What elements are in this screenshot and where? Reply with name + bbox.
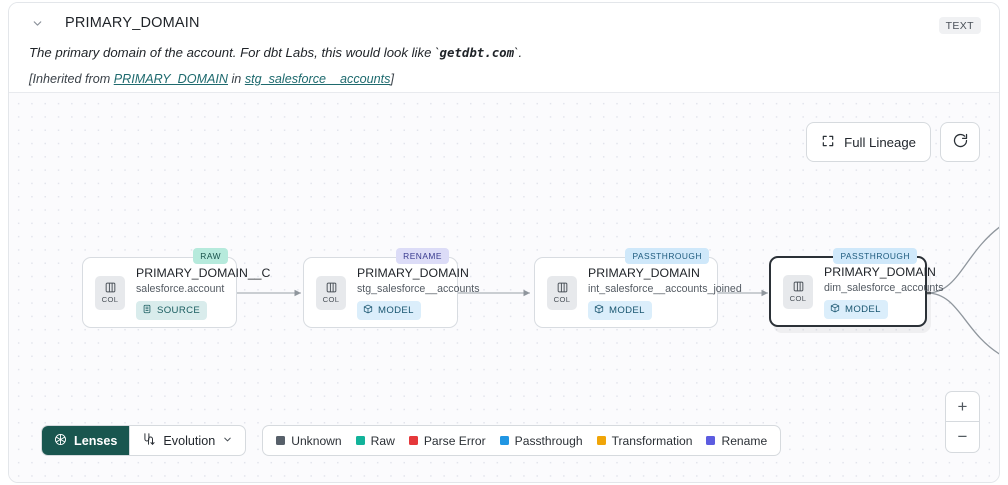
cube-icon	[363, 304, 373, 317]
inherited-from-note: [Inherited from PRIMARY_DOMAIN in stg_sa…	[29, 71, 981, 100]
column-icon-label: COL	[322, 295, 340, 304]
lineage-canvas[interactable]: Full Lineage	[9, 92, 999, 482]
column-type-badge: TEXT	[938, 17, 981, 34]
node-kind-label: SOURCE	[157, 304, 201, 316]
cube-icon	[830, 303, 840, 316]
expand-corners-icon	[821, 134, 835, 151]
legend-item: Passthrough	[499, 433, 583, 448]
zoom-in-button[interactable]: +	[946, 392, 979, 422]
zoom-controls: + −	[945, 391, 980, 453]
lineage-graph: RAW COL PRIMARY_DOMAIN__C salesforce.acc…	[9, 93, 999, 482]
description-text-post: `.	[514, 45, 523, 60]
column-description: The primary domain of the account. For d…	[29, 44, 981, 62]
inherited-model-link[interactable]: stg_salesforce__accounts	[244, 71, 391, 86]
legend-item: Rename	[706, 434, 767, 448]
page-title: PRIMARY_DOMAIN	[65, 15, 200, 31]
legend-label: Unknown	[291, 433, 342, 448]
node-tag: RAW	[193, 248, 228, 264]
lenses-label: Lenses	[74, 433, 118, 448]
node-subtitle: salesforce.account	[136, 282, 225, 295]
full-lineage-button[interactable]: Full Lineage	[806, 122, 931, 162]
node-kind-label: MODEL	[609, 304, 645, 316]
chevron-down-icon[interactable]	[29, 15, 45, 31]
column-icon: COL	[783, 274, 813, 309]
chevron-down-icon	[222, 434, 233, 448]
lineage-legend: Unknown Raw Parse Error Passthrough Tran…	[262, 425, 782, 456]
aperture-icon	[54, 433, 67, 449]
description-code: getdbt.com	[439, 45, 515, 60]
inherited-prefix: [Inherited from	[29, 71, 114, 86]
inherited-mid: in	[228, 71, 245, 86]
node-kind-label: MODEL	[378, 304, 414, 316]
inherited-column-link[interactable]: PRIMARY_DOMAIN	[113, 71, 228, 86]
legend-label: Transformation	[611, 433, 693, 448]
lenses-button[interactable]: Lenses	[42, 426, 130, 455]
database-icon	[142, 304, 152, 317]
legend-item: Unknown	[276, 433, 342, 448]
refresh-button[interactable]	[940, 122, 980, 162]
evolution-label: Evolution	[163, 433, 216, 448]
node-title: PRIMARY_DOMAIN	[824, 264, 936, 279]
legend-item: Parse Error	[408, 433, 486, 448]
description-text-pre: The primary domain of the account. For d…	[29, 45, 440, 60]
legend-item: Raw	[355, 433, 395, 448]
node-kind-badge: MODEL	[588, 300, 652, 320]
legend-item: Transformation	[596, 433, 693, 448]
lineage-node[interactable]: RENAME COL PRIMARY_DOMAIN stg_salesforce…	[303, 248, 480, 328]
node-title: PRIMARY_DOMAIN	[357, 265, 469, 280]
evolution-dropdown[interactable]: Evolution	[129, 426, 245, 455]
node-tag: PASSTHROUGH	[625, 248, 709, 264]
legend-swatch	[499, 436, 509, 445]
node-subtitle: stg_salesforce__accounts	[357, 282, 480, 295]
evolution-flow-icon	[142, 432, 156, 449]
zoom-out-button[interactable]: −	[957, 427, 968, 446]
node-tag: PASSTHROUGH	[833, 248, 917, 264]
node-subtitle: dim_salesforce_accounts	[824, 281, 944, 294]
node-title: PRIMARY_DOMAIN__C	[136, 265, 271, 280]
node-kind-badge: MODEL	[824, 299, 888, 319]
node-kind-label: MODEL	[845, 303, 881, 315]
canvas-toolbar: Full Lineage	[806, 122, 980, 162]
legend-swatch	[706, 436, 716, 445]
node-kind-badge: MODEL	[357, 300, 421, 320]
column-icon-label: COL	[101, 295, 119, 304]
legend-label: Rename	[721, 433, 768, 448]
legend-swatch	[408, 436, 418, 445]
column-icon: COL	[316, 275, 346, 310]
lineage-node[interactable]: RAW COL PRIMARY_DOMAIN__C salesforce.acc…	[82, 248, 271, 328]
refresh-icon	[952, 132, 969, 152]
column-icon-label: COL	[553, 295, 571, 304]
lineage-bottom-bar: Lenses Evolution Unknown	[41, 425, 782, 456]
legend-swatch	[596, 436, 606, 445]
node-title: PRIMARY_DOMAIN	[588, 265, 700, 280]
lineage-node-selected[interactable]: PASSTHROUGH COL PRIMARY_DOMAIN dim_sales…	[769, 248, 944, 327]
legend-label: Passthrough	[514, 433, 583, 448]
full-lineage-label: Full Lineage	[844, 134, 916, 150]
lineage-node[interactable]: PASSTHROUGH COL PRIMARY_DOMAIN int_sales…	[534, 248, 742, 328]
legend-swatch	[276, 436, 286, 445]
cube-icon	[594, 304, 604, 317]
node-subtitle: int_salesforce__accounts_joined	[588, 282, 742, 295]
legend-swatch	[355, 436, 365, 445]
inherited-suffix: ]	[390, 71, 394, 86]
lenses-evolution-group: Lenses Evolution	[41, 425, 247, 456]
node-kind-badge: SOURCE	[136, 300, 208, 320]
column-icon: COL	[95, 275, 125, 310]
column-lineage-panel: PRIMARY_DOMAIN TEXT The primary domain o…	[8, 2, 1000, 483]
node-tag: RENAME	[396, 248, 449, 264]
legend-label: Raw	[370, 433, 395, 448]
column-icon-label: COL	[789, 294, 807, 303]
column-icon: COL	[547, 275, 577, 310]
legend-label: Parse Error	[423, 433, 486, 448]
